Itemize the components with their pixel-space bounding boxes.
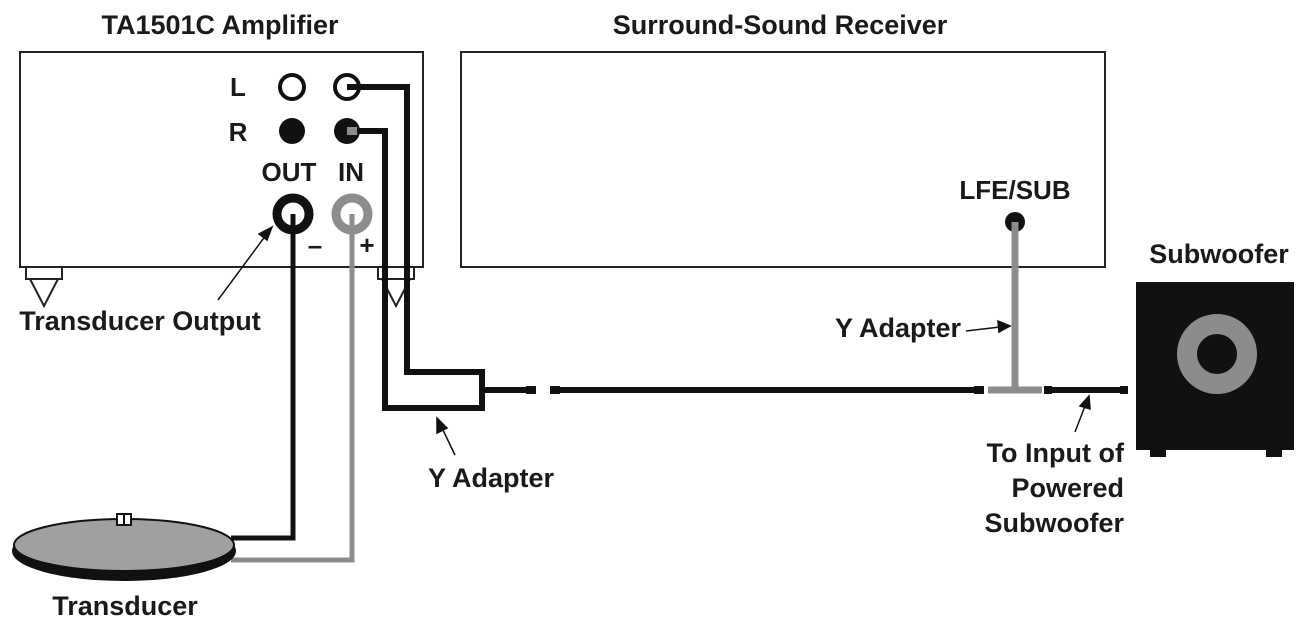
arrow-y-adapter-receiver-head: [997, 319, 1012, 334]
transducer-plus-cable: [231, 214, 355, 563]
arrow-y-adapter-amp: [441, 427, 456, 456]
to-input-label-line3: Subwoofer: [985, 508, 1125, 538]
to-input-label-line1: To Input of: [987, 438, 1125, 468]
lfe-sub-label: LFE/SUB: [959, 175, 1070, 205]
transducer-label: Transducer: [52, 591, 198, 621]
out-label: OUT: [262, 157, 317, 187]
receiver-y-adapter: [988, 222, 1128, 394]
subwoofer-foot-left: [1150, 449, 1166, 457]
subwoofer-cone: [1177, 314, 1257, 394]
y-adapter-amp-label: Y Adapter: [428, 463, 555, 493]
arrow-transducer-output-head: [257, 225, 274, 242]
amplifier-title: TA1501C Amplifier: [101, 10, 339, 40]
subwoofer-title: Subwoofer: [1149, 239, 1289, 269]
arrow-y-adapter-amp-head: [436, 416, 449, 435]
y-adapter-plug-right: [1044, 386, 1052, 394]
amp-input-cables: [347, 84, 485, 411]
arrow-y-adapter-receiver: [965, 326, 1001, 332]
transducer-cables: [231, 214, 355, 563]
subwoofer: [1136, 282, 1294, 457]
to-input-label-line2: Powered: [1011, 473, 1124, 503]
arrow-to-input: [1074, 405, 1086, 433]
annotation-arrows: [217, 225, 1091, 456]
in-label: IN: [338, 157, 364, 187]
transducer-minus-cable: [231, 214, 296, 541]
subwoofer-input-plug: [1120, 386, 1128, 394]
main-cable-plug-right: [974, 386, 984, 394]
subwoofer-foot-right: [1266, 449, 1282, 457]
channel-right-label: R: [229, 117, 248, 147]
receiver-title: Surround-Sound Receiver: [613, 10, 948, 40]
right-input-cable: [347, 128, 485, 411]
y-adapter-amp-plug: [526, 386, 536, 394]
arrow-transducer-output: [217, 234, 267, 301]
amplifier-foot-left: [28, 278, 60, 309]
transducer-plate: [13, 518, 235, 572]
channel-left-label: L: [230, 72, 246, 102]
transducer: [12, 513, 236, 581]
transducer-output-label: Transducer Output: [19, 306, 261, 336]
receiver-box: [460, 51, 1106, 268]
main-cable: [482, 386, 984, 394]
right-out-jack: [279, 118, 305, 144]
left-input-cable: [347, 84, 482, 375]
receiver: [460, 51, 1106, 268]
minus-label: –: [308, 230, 322, 260]
y-adapter-receiver-label: Y Adapter: [835, 313, 962, 343]
right-in-plug: [347, 127, 357, 135]
arrow-to-input-head: [1078, 394, 1091, 411]
labels: TA1501C Amplifier Surround-Sound Receive…: [19, 10, 1289, 621]
plus-label: +: [359, 230, 374, 260]
amplifier-foot-left-base: [25, 266, 63, 280]
main-cable-plug-left: [550, 386, 560, 394]
subwoofer-body: [1136, 282, 1294, 450]
amplifier-foot-right: [380, 278, 412, 309]
left-out-jack: [278, 73, 306, 101]
